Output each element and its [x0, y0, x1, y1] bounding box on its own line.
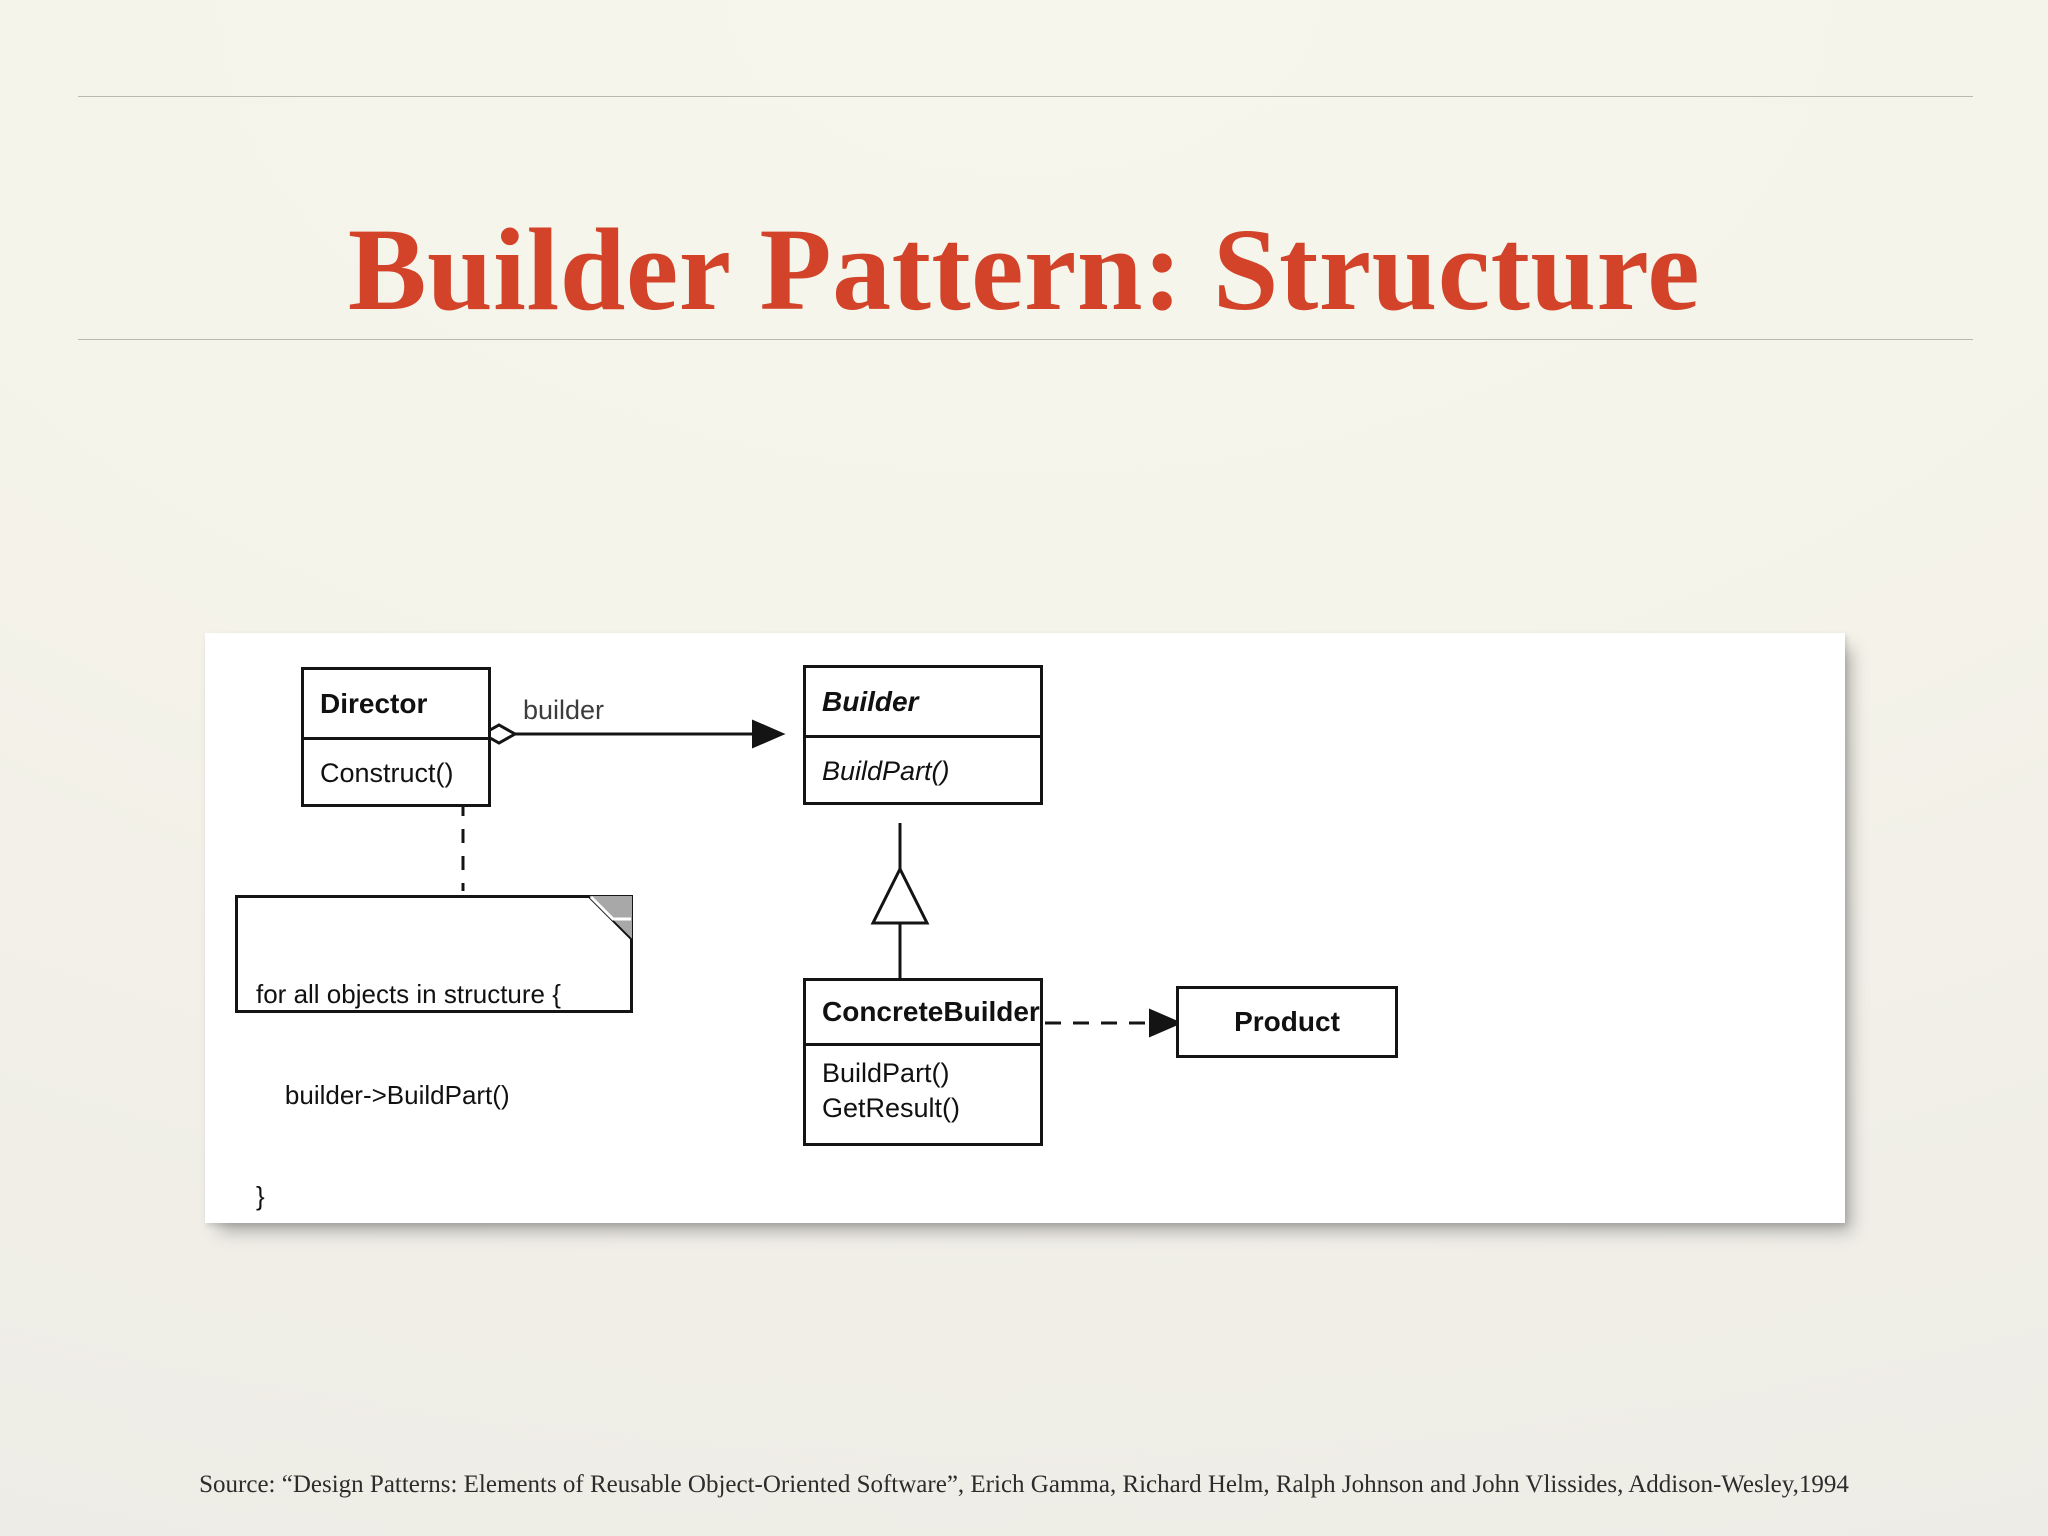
class-name-director: Director	[320, 687, 428, 719]
operation-buildpart: BuildPart()	[822, 1058, 950, 1088]
header-rule-top	[78, 96, 1973, 97]
builder-divider	[806, 735, 1040, 738]
header-rule-bottom	[78, 339, 1973, 340]
hollow-triangle-icon	[870, 865, 930, 925]
class-name-builder: Builder	[822, 685, 919, 717]
director-divider	[304, 737, 488, 740]
builder-operations-compartment: BuildPart()	[806, 738, 1040, 805]
note-fold-corner-icon	[587, 895, 633, 941]
filled-arrow-icon-product	[1149, 1008, 1183, 1038]
concretebuilder-operations-compartment: BuildPart() GetResult()	[806, 1046, 1040, 1146]
page-title: Builder Pattern: Structure	[347, 204, 1701, 336]
concretebuilder-divider	[806, 1043, 1040, 1046]
operation-buildpart-abstract: BuildPart()	[822, 756, 950, 787]
operation-getresult: GetResult()	[822, 1092, 961, 1123]
note-line-1: for all objects in structure {	[256, 978, 561, 1009]
class-name-product: Product	[1234, 1006, 1340, 1037]
diagram-panel: Director Construct() Builder BuildPart()…	[205, 633, 1845, 1223]
concretebuilder-name-compartment: ConcreteBuilder	[806, 981, 1040, 1043]
class-box-director[interactable]: Director Construct()	[301, 667, 491, 807]
edge-label-builder: builder	[523, 695, 605, 725]
note-box-construct[interactable]: for all objects in structure { builder->…	[235, 895, 633, 1211]
filled-arrow-icon-builder	[752, 719, 786, 749]
director-operations-compartment: Construct()	[304, 740, 488, 807]
director-name-compartment: Director	[304, 670, 488, 737]
builder-name-compartment: Builder	[806, 668, 1040, 735]
class-box-concretebuilder[interactable]: ConcreteBuilder BuildPart() GetResult()	[803, 978, 1043, 1146]
operation-construct: Construct()	[320, 758, 454, 789]
open-diamond-icon	[479, 723, 519, 745]
source-citation: Source: “Design Patterns: Elements of Re…	[199, 1471, 1849, 1498]
class-box-builder[interactable]: Builder BuildPart()	[803, 665, 1043, 805]
product-name-compartment: Product	[1179, 989, 1395, 1055]
class-box-product[interactable]: Product	[1176, 986, 1398, 1058]
note-line-3: }	[256, 1181, 265, 1212]
note-line-2: builder->BuildPart()	[256, 1079, 510, 1110]
class-name-concretebuilder: ConcreteBuilder	[822, 996, 1040, 1027]
